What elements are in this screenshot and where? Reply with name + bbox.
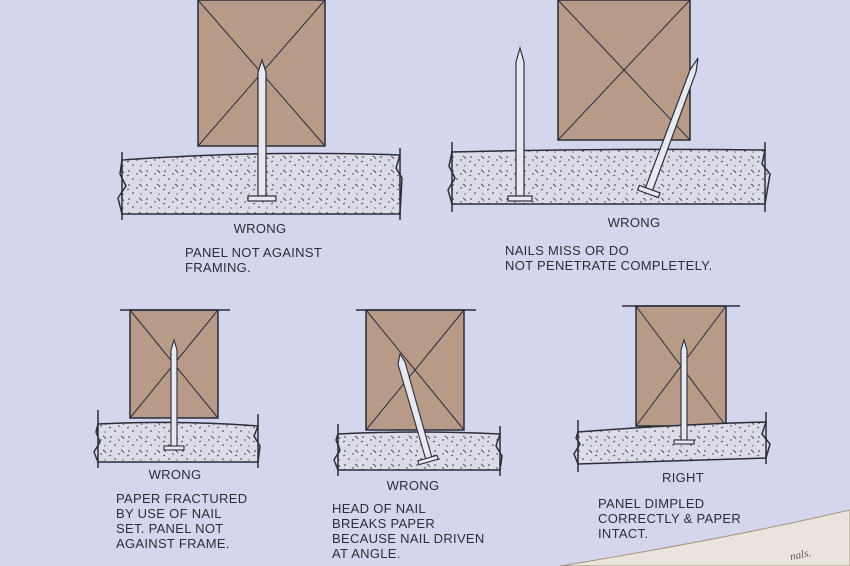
verdict-label-5: RIGHT — [662, 470, 704, 485]
nail — [680, 338, 688, 441]
caption-5: PANEL DIMPLED CORRECTLY & PAPER INTACT. — [598, 496, 742, 541]
verdict-label-3: WRONG — [148, 467, 202, 482]
diagram-panel-paper-fractured — [93, 309, 261, 468]
verdict-label-1: WRONG — [233, 221, 287, 236]
gypsum-board — [447, 148, 771, 205]
nail — [257, 58, 267, 197]
diagram-panel-nails-miss — [447, 0, 771, 212]
page-edge — [559, 509, 850, 566]
nail — [170, 338, 178, 447]
caption-2: NAILS MISS OR DO NOT PENETRATE COMPLETEL… — [505, 243, 713, 273]
verdict-label-4: WRONG — [386, 478, 440, 493]
verdict-label-2: WRONG — [607, 215, 661, 230]
gypsum-board — [573, 421, 771, 465]
gypsum-board — [333, 431, 503, 471]
caption-1: PANEL NOT AGAINST FRAMING. — [185, 245, 323, 275]
diagram-panel-not-against-framing — [117, 0, 403, 220]
caption-4: HEAD OF NAIL BREAKS PAPER BECAUSE NAIL D… — [332, 501, 485, 561]
diagram-panel-head-breaks-paper — [333, 309, 503, 476]
nail-missing-stud — [515, 45, 525, 197]
diagram-panel-right — [573, 305, 771, 472]
caption-3: PAPER FRACTURED BY USE OF NAIL SET. PANE… — [116, 491, 248, 551]
